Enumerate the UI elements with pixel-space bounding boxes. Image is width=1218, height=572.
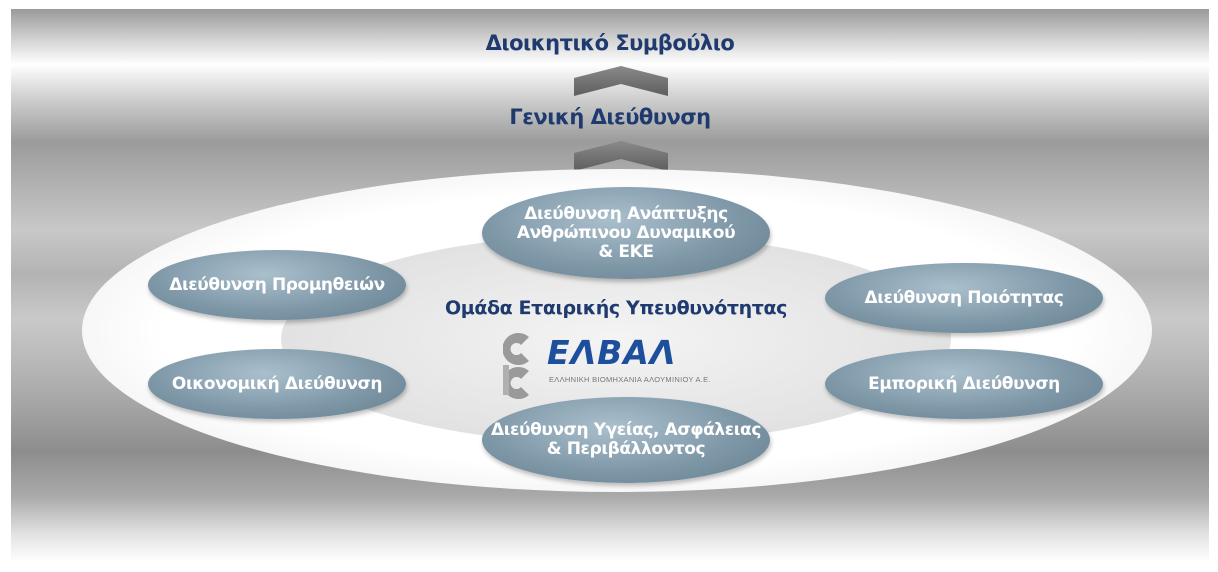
node-hr-line2: Ανθρώπινου Δυναμικού [516, 222, 736, 243]
node-quality: Διεύθυνση Ποιότητας [825, 263, 1103, 333]
arrow-up-icon [574, 141, 668, 171]
general-management-title: Γενική Διεύθυνση [509, 105, 711, 129]
elval-logo: ΕΛΒΑΛ ΕΛΛΗΝΙΚΗ ΒΙΟΜΗΧΑΝΙΑ ΑΛΟΥΜΙΝΙΟΥ Α.Ε… [503, 331, 743, 403]
elval-logo-wordmark: ΕΛΒΑΛ [547, 333, 677, 372]
node-commercial-label: Εμπορική Διεύθυνση [868, 373, 1060, 394]
diagram-canvas: Διοικητικό Συμβούλιο Γενική Διεύθυνση Δι… [11, 9, 1209, 562]
node-finance: Οικονομική Διεύθυνση [148, 349, 406, 419]
node-hr-line3: & ΕΚΕ [598, 241, 654, 262]
node-procurement: Διεύθυνση Προμηθειών [148, 250, 406, 320]
node-hse: Διεύθυνση Υγείας, Ασφάλειας & Περιβάλλον… [482, 397, 770, 483]
arrow-up-icon [574, 66, 668, 96]
node-quality-label: Διεύθυνση Ποιότητας [864, 287, 1064, 308]
node-finance-label: Οικονομική Διεύθυνση [171, 373, 383, 394]
node-hse-line1: Διεύθυνση Υγείας, Ασφάλειας [490, 420, 761, 440]
csr-team-title: Ομάδα Εταιρικής Υπευθυνότητας [445, 297, 787, 319]
board-of-directors-title: Διοικητικό Συμβούλιο [485, 31, 735, 55]
node-hr-development: Διεύθυνση Ανάπτυξης Ανθρώπινου Δυναμικού… [482, 187, 770, 279]
node-procurement-label: Διεύθυνση Προμηθειών [169, 274, 385, 295]
node-commercial: Εμπορική Διεύθυνση [825, 349, 1103, 419]
node-hse-line2: & Περιβάλλοντος [546, 439, 706, 459]
node-hr-line1: Διεύθυνση Ανάπτυξης [524, 203, 728, 224]
elval-mark-icon [503, 333, 529, 399]
elval-logo-subtitle: ΕΛΛΗΝΙΚΗ ΒΙΟΜΗΧΑΝΙΑ ΑΛΟΥΜΙΝΙΟΥ Α.Ε. [549, 375, 711, 384]
